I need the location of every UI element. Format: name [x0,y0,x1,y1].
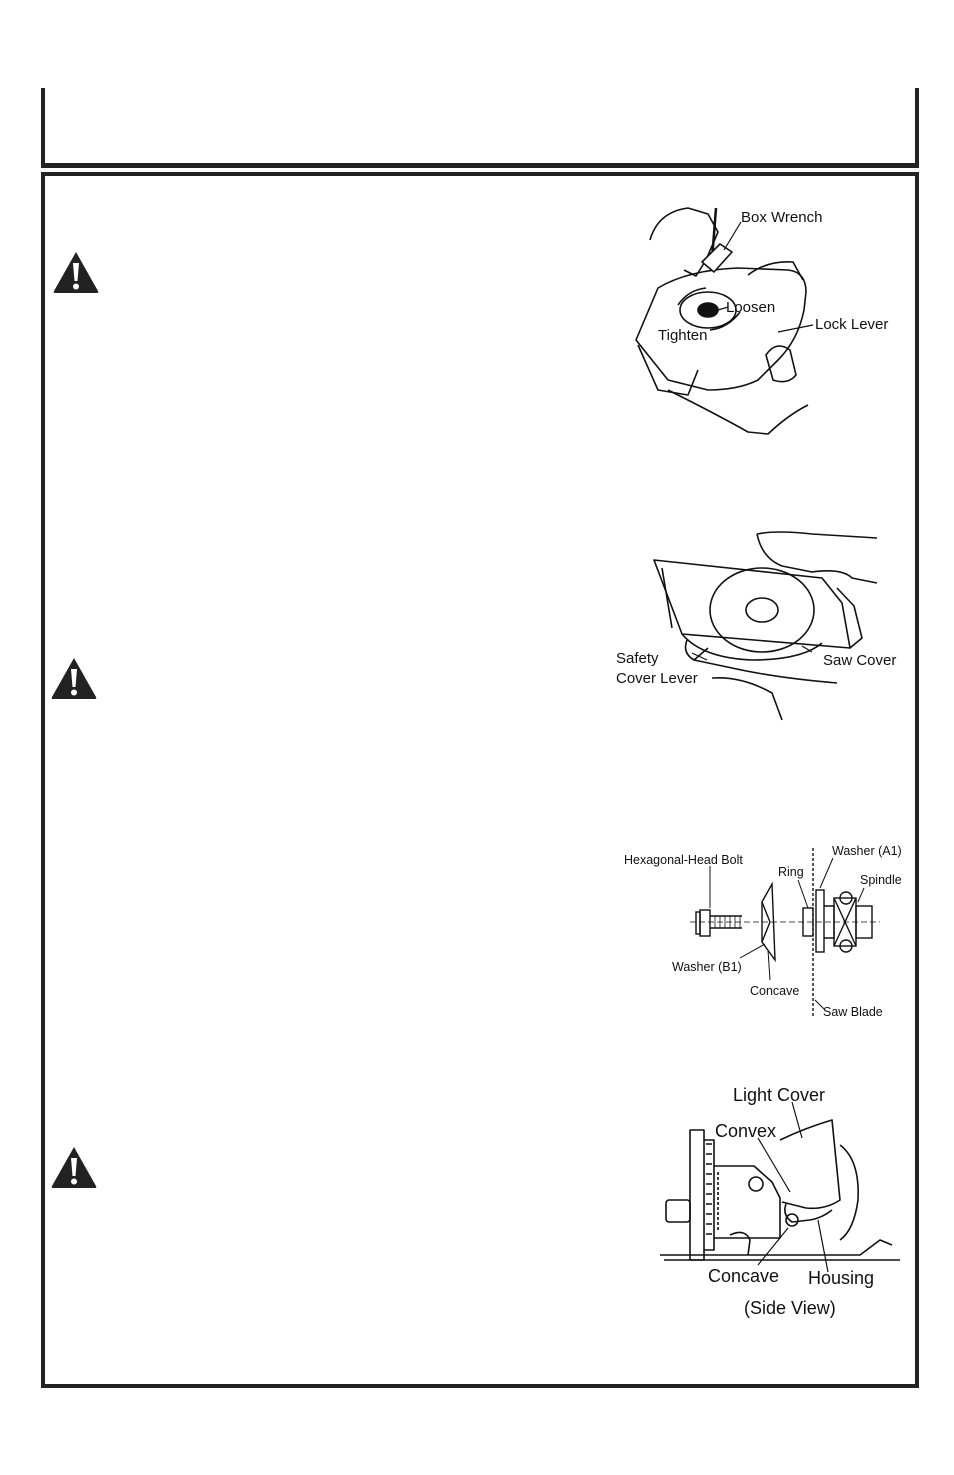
label-washer-a1: Washer (A1) [832,844,902,858]
warning-icon [51,658,97,699]
label-tighten: Tighten [658,327,707,344]
warning-icon [51,1147,97,1188]
label-convex: Convex [715,1121,776,1141]
label-saw-blade: Saw Blade [823,1005,883,1019]
label-side-view: (Side View) [744,1298,836,1318]
label-box-wrench: Box Wrench [741,209,822,226]
label-concave: Concave [750,984,799,998]
label-safety: Safety [616,650,659,667]
figure-light-cover: Light Cover Convex Concave Housing (Side… [660,1085,900,1318]
label-cover-lever: Cover Lever [616,670,698,687]
label-loosen: Loosen [726,299,775,316]
label-saw-cover: Saw Cover [823,652,896,669]
label-light-cover: Light Cover [733,1085,825,1105]
content-frame [41,172,919,1388]
label-ring: Ring [778,865,804,879]
label-lock-lever: Lock Lever [815,316,888,333]
label-housing: Housing [808,1268,874,1288]
label-hex-bolt: Hexagonal-Head Bolt [624,853,743,867]
label-spindle: Spindle [860,873,902,887]
figure-blade-assembly: Hexagonal-Head Bolt Washer (A1) Ring Spi… [624,844,902,1019]
warning-icon [53,252,99,293]
label-concave: Concave [708,1266,779,1286]
figure-safety-cover: Safety Cover Lever Saw Cover [616,531,896,721]
figure-box-wrench: Box Wrench Loosen Tighten Lock Lever [635,207,888,435]
label-washer-b1: Washer (B1) [672,960,742,974]
header-frame [41,88,919,168]
